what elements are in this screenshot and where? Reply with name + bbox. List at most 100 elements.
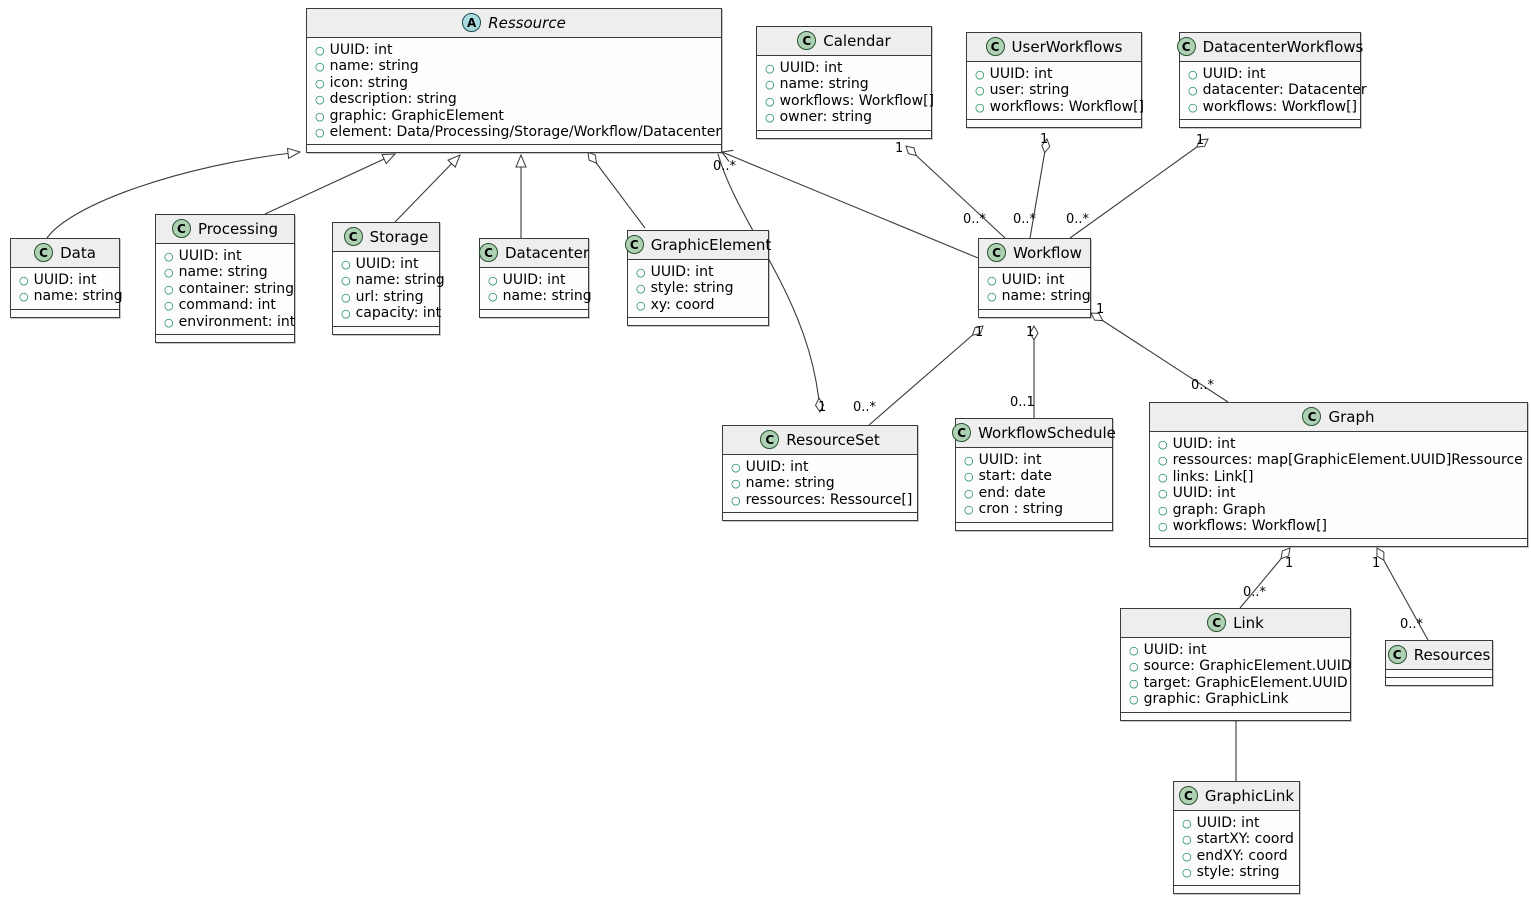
multiplicity-label: 0..* <box>713 159 737 174</box>
class-title-resources: Resources <box>1413 645 1491 664</box>
attribute-label: target: GraphicElement.UUID <box>1143 674 1348 691</box>
visibility-public-icon: ○ <box>1182 866 1192 880</box>
class-methods-graph <box>1150 539 1527 547</box>
attribute-label: UUID: int <box>1172 436 1236 452</box>
attribute-row: ○icon: string <box>315 75 713 91</box>
attribute-row: ○graphic: GraphicLink <box>1129 691 1342 707</box>
edge-processing-ressource <box>264 153 397 215</box>
attribute-label: source: GraphicElement.UUID <box>1143 658 1352 675</box>
visibility-public-icon: ○ <box>315 126 325 140</box>
edge-workflow-resourceset <box>868 325 984 426</box>
attribute-label: ressources: Ressource[] <box>745 491 913 508</box>
attribute-label: graphic: GraphicLink <box>1143 691 1289 708</box>
multiplicity-label: 0..* <box>1400 617 1424 632</box>
class-title-graphiclink: GraphicLink <box>1204 786 1295 805</box>
attribute-row: ○name: string <box>987 288 1091 304</box>
attribute-row: ○UUID: int <box>164 248 286 264</box>
visibility-public-icon: ○ <box>315 93 325 107</box>
class-attributes-graphicelement: ○UUID: int○style: string○xy: coord <box>628 260 768 319</box>
visibility-public-icon: ○ <box>987 290 997 304</box>
attribute-label: workflows: Workflow[] <box>779 92 934 109</box>
visibility-public-icon: ○ <box>19 274 29 287</box>
class-attributes-data: ○UUID: int○name: string <box>11 268 123 310</box>
visibility-public-icon: ○ <box>975 100 985 114</box>
attribute-label: datacenter: Datacenter <box>1202 82 1367 99</box>
visibility-public-icon: ○ <box>964 454 974 467</box>
visibility-public-icon: ○ <box>1158 454 1168 468</box>
attribute-row: ○name: string <box>488 288 592 304</box>
class-methods-datacenter <box>480 309 588 317</box>
class-title-datacenterworkflows: DatacenterWorkflows <box>1202 37 1364 56</box>
attribute-label: name: string <box>178 264 268 281</box>
attribute-row: ○container: string <box>164 281 294 297</box>
visibility-public-icon: ○ <box>765 111 775 125</box>
attribute-row: ○UUID: int <box>964 452 1104 468</box>
class-attributes-userworkflows: ○UUID: int○user: string○workflows: Workf… <box>967 62 1144 121</box>
attribute-label: UUID: int <box>1172 485 1236 502</box>
class-methods-workflow <box>979 309 1090 317</box>
class-title-link: Link <box>1233 613 1264 632</box>
attribute-label: workflows: Workflow[] <box>1172 518 1327 535</box>
attribute-label: name: string <box>33 288 123 305</box>
attribute-label: user: string <box>989 82 1070 99</box>
attribute-row: ○description: string <box>315 91 713 107</box>
visibility-public-icon: ○ <box>1158 520 1168 534</box>
visibility-public-icon: ○ <box>19 290 29 304</box>
class-methods-datacenterworkflows <box>1180 120 1360 128</box>
attribute-label: graphic: GraphicElement <box>329 107 504 124</box>
attribute-row: ○links: Link[] <box>1158 469 1519 485</box>
visibility-public-icon: ○ <box>975 84 985 98</box>
class-title-data: Data <box>60 243 96 262</box>
attribute-label: start: date <box>978 468 1052 485</box>
visibility-public-icon: ○ <box>488 274 498 287</box>
class-attributes-datacenterworkflows: ○UUID: int○datacenter: Datacenter○workfl… <box>1180 62 1367 121</box>
visibility-public-icon: ○ <box>341 307 351 321</box>
attribute-row: ○end: date <box>964 485 1104 501</box>
multiplicity-label: 1 <box>1040 132 1049 147</box>
class-methods-link <box>1121 712 1350 720</box>
attribute-row: ○UUID: int <box>975 66 1133 82</box>
attribute-row: ○UUID: int <box>341 256 431 272</box>
class-title-resourceset: ResourceSet <box>786 430 880 449</box>
class-title-datacenter: Datacenter <box>504 243 590 262</box>
attribute-row: ○endXY: coord <box>1182 848 1291 864</box>
attribute-label: style: string <box>650 280 734 297</box>
visibility-public-icon: ○ <box>765 94 775 108</box>
attribute-row: ○UUID: int <box>731 459 909 475</box>
visibility-public-icon: ○ <box>1188 68 1198 81</box>
class-title-workflowschedule: WorkflowSchedule <box>978 423 1116 442</box>
attribute-row: ○owner: string <box>765 109 923 125</box>
visibility-public-icon: ○ <box>975 68 985 81</box>
abstract-class-icon: A <box>462 13 482 32</box>
class-title-graph: Graph <box>1328 407 1375 426</box>
visibility-public-icon: ○ <box>731 493 741 507</box>
attribute-label: UUID: int <box>1202 66 1266 82</box>
attribute-label: name: string <box>745 475 835 492</box>
attribute-label: environment: int <box>178 313 296 330</box>
attribute-row: ○UUID: int <box>1158 485 1519 501</box>
class-title-calendar: Calendar <box>823 31 891 50</box>
multiplicity-label: 0..* <box>853 400 877 415</box>
visibility-public-icon: ○ <box>731 461 741 474</box>
